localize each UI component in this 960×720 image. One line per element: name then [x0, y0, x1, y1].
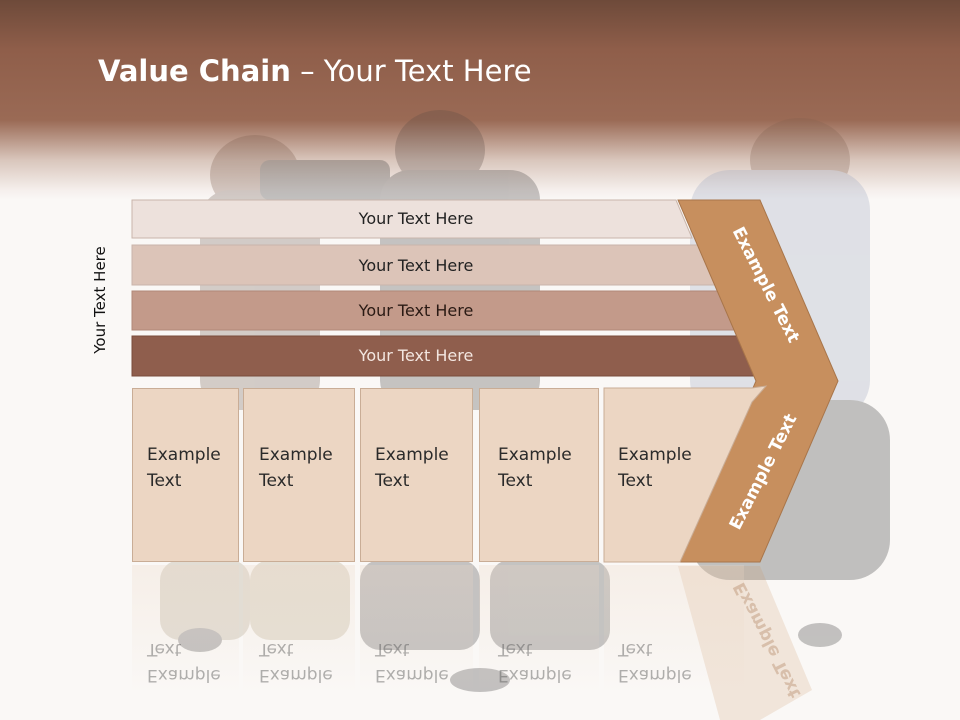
box-text-4: Example Text [498, 442, 598, 494]
reflection-3-line-1: Example [375, 665, 449, 685]
title-rest: – Your Text Here [290, 54, 532, 88]
reflection-text-4: Example Text [498, 636, 598, 688]
row-bar-1[interactable] [131, 199, 693, 239]
box-reflection-2 [243, 565, 355, 695]
box-text-3: Example Text [375, 442, 475, 494]
reflection-4-line-2: Text [498, 639, 533, 659]
primary-box-2[interactable] [243, 388, 355, 562]
primary-box-3[interactable] [360, 388, 473, 562]
box-reflection-4 [479, 565, 599, 695]
box-5-line-1: Example [618, 445, 692, 465]
primary-box-4[interactable] [479, 388, 599, 562]
reflection-2-line-2: Text [259, 639, 294, 659]
primary-box-1[interactable] [132, 388, 239, 562]
reflection-text-1: Example Text [147, 636, 247, 688]
reflection-text-3: Example Text [375, 636, 475, 688]
box-reflection-1 [132, 565, 239, 695]
reflection-text-2: Example Text [259, 636, 359, 688]
box-4-line-1: Example [498, 445, 572, 465]
box-4-line-2: Text [498, 471, 533, 491]
reflection-4-line-1: Example [498, 665, 572, 685]
box-text-1: Example Text [147, 442, 247, 494]
box-5-line-2: Text [618, 471, 653, 491]
reflection-5-line-1: Example [618, 665, 692, 685]
row-label-1: Your Text Here [358, 209, 474, 228]
box-2-line-1: Example [259, 445, 333, 465]
reflection-1-line-2: Text [147, 639, 182, 659]
reflection-5-line-2: Text [618, 639, 653, 659]
box-1-line-1: Example [147, 445, 221, 465]
box-text-5: Example Text [618, 442, 718, 494]
box-reflection-5 [604, 565, 744, 695]
reflection-text-5: Example Text [618, 636, 718, 688]
row-label-3: Your Text Here [358, 301, 474, 320]
title-bold: Value Chain [98, 54, 291, 88]
box-2-line-2: Text [259, 471, 294, 491]
header-band [0, 0, 960, 200]
chevron-reflection [678, 566, 812, 720]
box-3-line-1: Example [375, 445, 449, 465]
reflection-3-line-2: Text [375, 639, 410, 659]
box-1-line-2: Text [147, 471, 182, 491]
primary-box-5-shape[interactable] [603, 385, 768, 563]
row-label-4: Your Text Here [358, 346, 474, 365]
row-label-2: Your Text Here [358, 256, 474, 275]
box-3-line-2: Text [375, 471, 410, 491]
reflection-2-line-1: Example [259, 665, 333, 685]
box-text-2: Example Text [259, 442, 359, 494]
box-reflection-3 [360, 565, 473, 695]
reflection-1-line-1: Example [147, 665, 221, 685]
page-title: Value Chain – Your Text Here [98, 54, 532, 88]
